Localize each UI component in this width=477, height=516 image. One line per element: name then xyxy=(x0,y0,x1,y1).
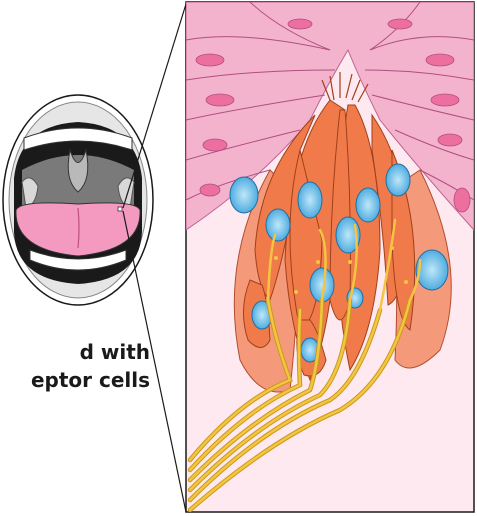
caption-line-1: d with xyxy=(80,340,150,364)
taste-bud-illustration xyxy=(186,2,474,512)
diagram-caption: d with eptor cells xyxy=(0,338,150,394)
connector-line-top xyxy=(123,4,186,208)
mouth-icon xyxy=(3,95,153,305)
caption-line-2: eptor cells xyxy=(31,368,150,392)
